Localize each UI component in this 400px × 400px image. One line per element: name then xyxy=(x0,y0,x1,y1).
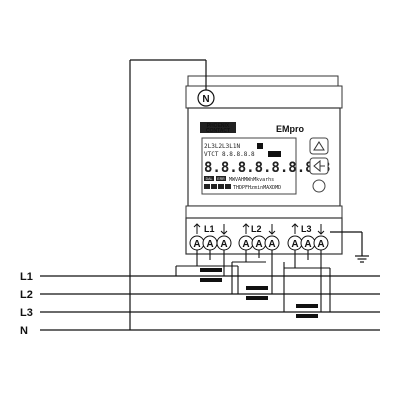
svg-text:A: A xyxy=(193,239,200,250)
ammeter-l3-2: A xyxy=(300,235,316,251)
svg-text:A: A xyxy=(291,239,298,250)
lcd-tag-2: ERR xyxy=(217,177,225,181)
ammeter-l3-3: A xyxy=(313,235,329,251)
power-lines xyxy=(40,275,380,331)
meter-wiring xyxy=(175,250,331,312)
ammeter-l2-1: A xyxy=(238,235,254,251)
svg-text:A: A xyxy=(242,239,249,250)
svg-text:A: A xyxy=(268,239,275,250)
line-n-label: N xyxy=(20,325,28,337)
brand-line2: CONTACT xyxy=(206,128,230,134)
ammeter-l1-3: A xyxy=(216,235,232,251)
lcd-tag-1: DAL xyxy=(206,177,213,181)
phase-l3-label: L3 xyxy=(301,224,312,234)
key-up-button[interactable] xyxy=(309,137,329,155)
ground-icon xyxy=(330,231,369,263)
lcd-indicators-row1: 2L3L2L3L1N xyxy=(204,143,241,150)
phase-l1-label: L1 xyxy=(204,224,215,234)
lcd-com-badge: COM xyxy=(269,152,280,157)
line-l2-label: L2 xyxy=(20,289,33,301)
brand-logo: PHOENIX CONTACT xyxy=(200,122,236,134)
ammeter-l3-1: A xyxy=(287,235,303,251)
ammeter-l1-2: A xyxy=(202,235,218,251)
svg-text:A: A xyxy=(317,239,324,250)
current-transformers xyxy=(200,268,318,318)
lcd-status-row: THDPFHzminMAXDMD xyxy=(233,185,281,191)
key-enter-button[interactable] xyxy=(309,157,329,175)
ammeter-l2-3: A xyxy=(264,235,280,251)
key-round-button[interactable] xyxy=(312,179,326,193)
svg-text:A: A xyxy=(304,239,311,250)
phase-group-l3: L3 xyxy=(301,224,312,234)
lcd-indicators-row2: VTCT 8.8.8.8.8 xyxy=(204,151,255,158)
svg-text:A: A xyxy=(255,239,262,250)
neutral-terminal xyxy=(197,89,215,107)
lcd-units-row: MWVAHMWhMkvarhs xyxy=(229,177,274,183)
brand-line1: PHOENIX xyxy=(207,123,230,129)
line-l1-label: L1 xyxy=(20,271,33,283)
ammeter-l1-1: A xyxy=(189,235,205,251)
phase-group-l1: L1 xyxy=(204,224,215,234)
line-l3-label: L3 xyxy=(20,307,33,319)
model-name: EMpro xyxy=(276,124,305,134)
lcd-display: 2L3L2L3L1N VTCT 8.8.8.8.8 COM 8.8.8.8.8.… xyxy=(201,137,330,195)
svg-text:A: A xyxy=(206,239,213,250)
up-arrow-icon xyxy=(313,141,325,151)
neutral-terminal-label: N xyxy=(202,94,209,105)
phase-arrows xyxy=(193,223,325,235)
phase-l2-label: L2 xyxy=(251,224,262,234)
svg-text:A: A xyxy=(220,239,227,250)
phase-group-l2: L2 xyxy=(251,224,262,234)
enter-arrow-icon xyxy=(313,159,325,173)
ammeter-l2-2: A xyxy=(251,235,267,251)
lcd-main-digits: 8.8.8.8.8.8.8.8 xyxy=(204,160,330,176)
ammeters: A A A A A A A A A xyxy=(189,235,329,251)
